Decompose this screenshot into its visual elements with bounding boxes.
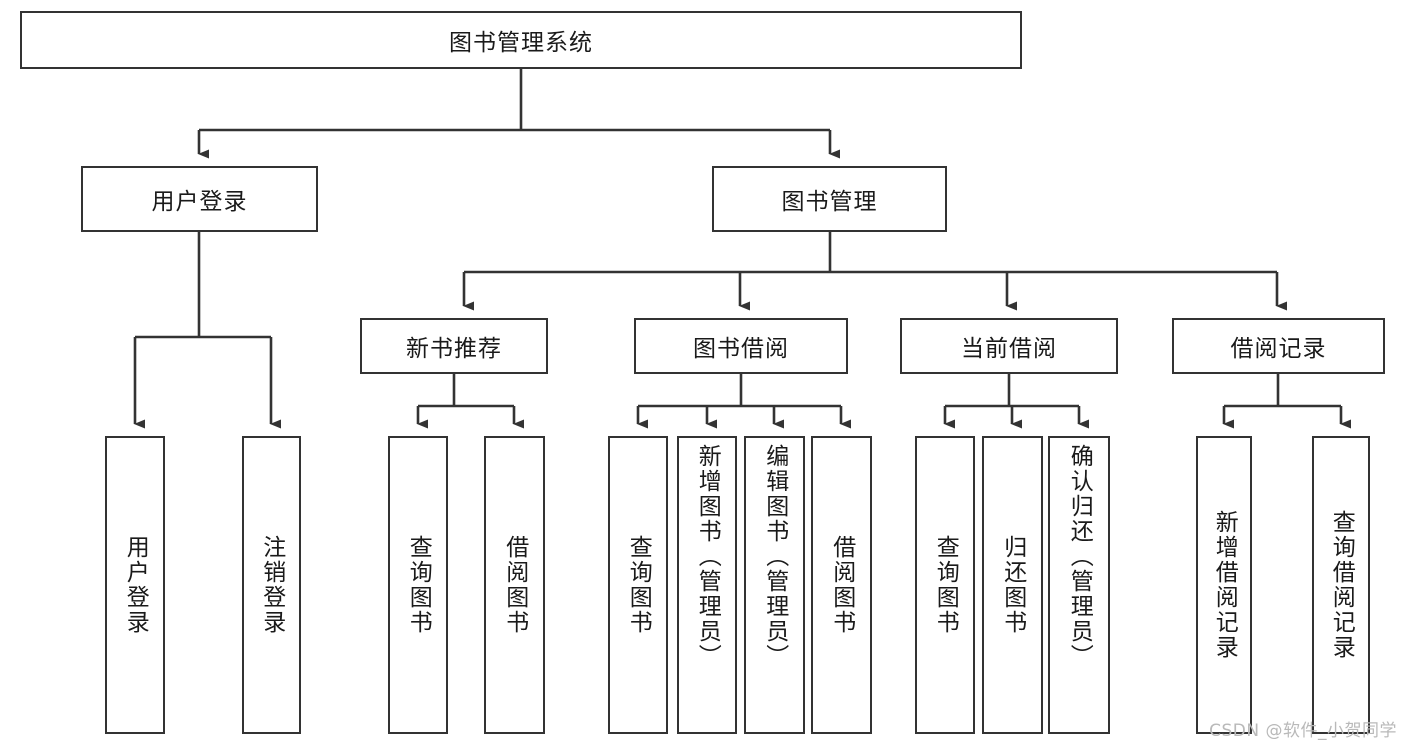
node-leaf-return-book-label: 归还图书 [999,535,1026,635]
node-leaf-add-book-admin[interactable]: 新增图书（管理员） [677,436,737,734]
node-leaf-user-login[interactable]: 用户登录 [105,436,165,734]
node-leaf-add-book-admin-label: 新增图书（管理员） [694,444,721,669]
node-leaf-borrow-book-borrow[interactable]: 借阅图书 [811,436,872,734]
node-leaf-confirm-return-admin[interactable]: 确认归还（管理员） [1048,436,1110,734]
node-current-borrow[interactable]: 当前借阅 [900,318,1118,374]
node-user-login-label: 用户登录 [151,189,248,215]
node-leaf-query-book-current[interactable]: 查询图书 [915,436,975,734]
node-leaf-logout-login[interactable]: 注销登录 [242,436,301,734]
node-leaf-user-login-label: 用户登录 [122,535,149,635]
node-leaf-query-book-recommend[interactable]: 查询图书 [388,436,448,734]
node-current-borrow-label: 当前借阅 [961,336,1057,362]
node-book-borrow[interactable]: 图书借阅 [634,318,848,374]
node-root-label: 图书管理系统 [449,30,593,56]
node-leaf-edit-book-admin-label: 编辑图书（管理员） [761,444,788,669]
node-leaf-borrow-book-recommend-label: 借阅图书 [501,535,528,635]
node-leaf-query-book-borrow[interactable]: 查询图书 [608,436,668,734]
node-leaf-query-book-recommend-label: 查询图书 [405,535,432,635]
node-leaf-logout-login-label: 注销登录 [258,535,285,635]
node-leaf-confirm-return-admin-label: 确认归还（管理员） [1066,444,1093,669]
node-leaf-borrow-book-recommend[interactable]: 借阅图书 [484,436,545,734]
node-leaf-add-borrow-record[interactable]: 新增借阅记录 [1196,436,1252,734]
node-new-book-recommend[interactable]: 新书推荐 [360,318,548,374]
node-borrow-record[interactable]: 借阅记录 [1172,318,1385,374]
node-leaf-edit-book-admin[interactable]: 编辑图书（管理员） [744,436,805,734]
node-leaf-query-borrow-record[interactable]: 查询借阅记录 [1312,436,1370,734]
node-leaf-return-book[interactable]: 归还图书 [982,436,1043,734]
node-leaf-query-book-borrow-label: 查询图书 [625,535,652,635]
node-leaf-borrow-book-borrow-label: 借阅图书 [828,535,855,635]
node-root-system[interactable]: 图书管理系统 [20,11,1022,69]
node-leaf-query-borrow-record-label: 查询借阅记录 [1328,510,1355,660]
node-leaf-query-book-current-label: 查询图书 [932,535,959,635]
node-book-manage-label: 图书管理 [781,189,878,215]
node-new-book-recommend-label: 新书推荐 [406,336,502,362]
watermark-text: CSDN @软件_小贺同学 [1209,721,1397,741]
node-leaf-add-borrow-record-label: 新增借阅记录 [1211,510,1238,660]
node-book-borrow-label: 图书借阅 [693,336,789,362]
node-borrow-record-label: 借阅记录 [1230,336,1327,362]
node-user-login[interactable]: 用户登录 [81,166,318,232]
node-book-manage[interactable]: 图书管理 [712,166,947,232]
